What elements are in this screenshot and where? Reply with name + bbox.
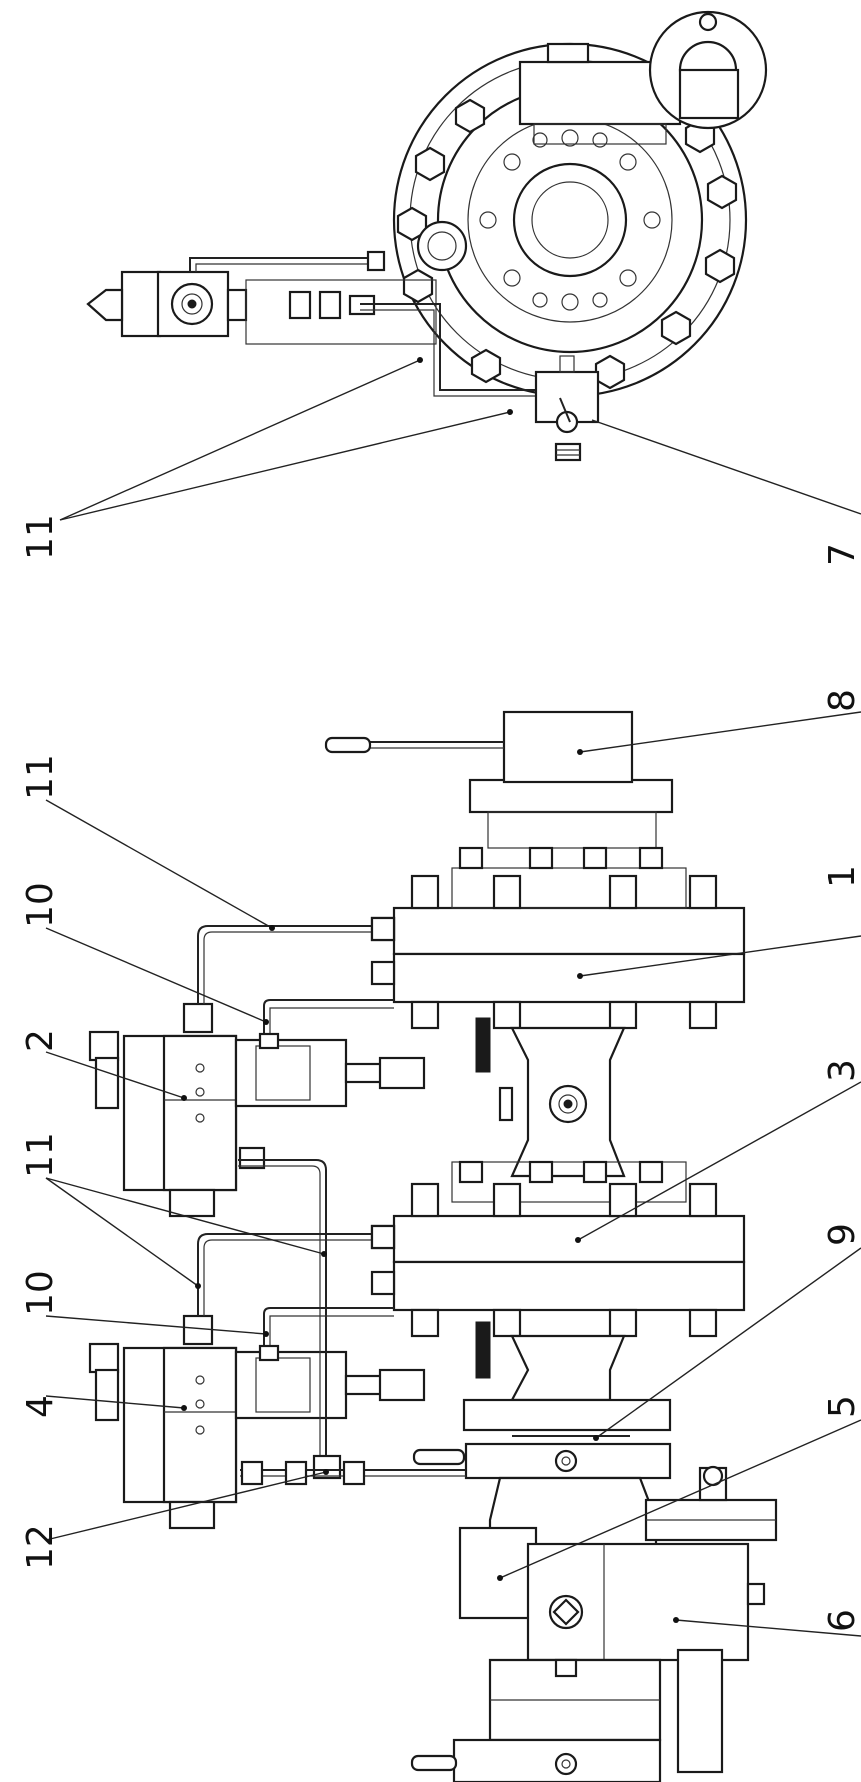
callout-9: 9 — [822, 1223, 861, 1246]
callout-11-top: 11 — [20, 514, 61, 560]
callout-6: 6 — [822, 1609, 861, 1632]
callout-7-top: 7 — [822, 543, 861, 566]
callout-12: 12 — [20, 1524, 61, 1570]
callout-2: 2 — [20, 1029, 61, 1052]
callout-11-upper: 11 — [20, 754, 61, 800]
callout-10-upper: 10 — [20, 882, 61, 928]
side-view — [88, 710, 778, 1782]
top-leaders — [59, 357, 861, 521]
callout-1: 1 — [822, 865, 861, 888]
top-view — [86, 10, 768, 462]
callout-10-lower: 10 — [20, 1270, 61, 1316]
inner-bolt-holes — [479, 129, 661, 311]
callout-3: 3 — [822, 1059, 861, 1082]
callout-4: 4 — [20, 1395, 61, 1418]
side-leaders — [45, 711, 861, 1637]
callout-5: 5 — [822, 1395, 861, 1418]
outer-bolt-nuts — [396, 78, 738, 390]
callout-8: 8 — [822, 689, 861, 712]
callout-11-lower: 11 — [20, 1132, 61, 1178]
